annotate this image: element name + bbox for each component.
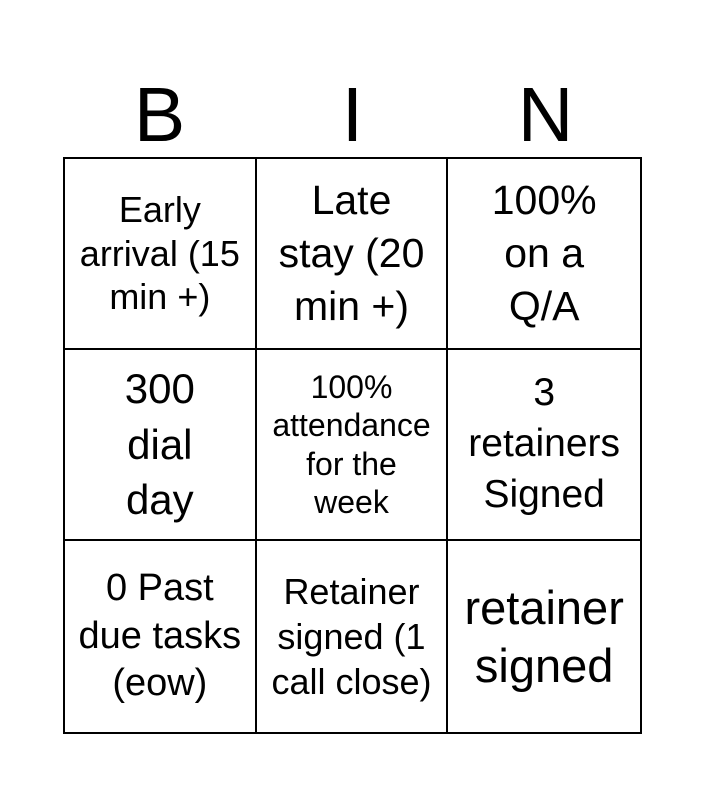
bingo-cell[interactable]: 0 Past due tasks (eow) [65, 541, 257, 732]
bingo-header-letter-i: I [341, 72, 364, 158]
bingo-cell[interactable]: 3 retainers Signed [448, 350, 640, 541]
bingo-cell-text: retainer signed [464, 581, 624, 692]
bingo-cell-text: Late stay (20 min +) [278, 176, 425, 330]
bingo-header-row: B I N [63, 0, 642, 157]
bingo-grid: Early arrival (15 min +) Late stay (20 m… [63, 157, 642, 734]
bingo-cell[interactable]: 100% on a Q/A [448, 159, 640, 350]
bingo-cell-text: 100% attendance for the week [272, 368, 431, 520]
bingo-cell-text: Early arrival (15 min +) [79, 188, 240, 318]
bingo-cell-text: 300 dial day [124, 365, 195, 524]
bingo-cell[interactable]: 300 dial day [65, 350, 257, 541]
bingo-header-letter-b: B [133, 72, 186, 158]
bingo-cell[interactable]: Retainer signed (1 call close) [256, 541, 449, 732]
bingo-cell[interactable]: retainer signed [448, 541, 640, 732]
bingo-card: B I N Early arrival (15 min +) Late stay… [63, 0, 642, 734]
bingo-cell-text: 0 Past due tasks (eow) [78, 567, 242, 705]
bingo-cell[interactable]: Late stay (20 min +) [256, 159, 449, 350]
bingo-cell[interactable]: Early arrival (15 min +) [65, 159, 257, 350]
bingo-cell[interactable]: 100% attendance for the week [256, 350, 449, 541]
bingo-cell-text: Retainer signed (1 call close) [271, 571, 432, 702]
bingo-cell-text: 3 retainers Signed [468, 371, 621, 516]
bingo-cell-text: 100% on a Q/A [491, 176, 597, 330]
bingo-header-letter-n: N [517, 72, 574, 158]
